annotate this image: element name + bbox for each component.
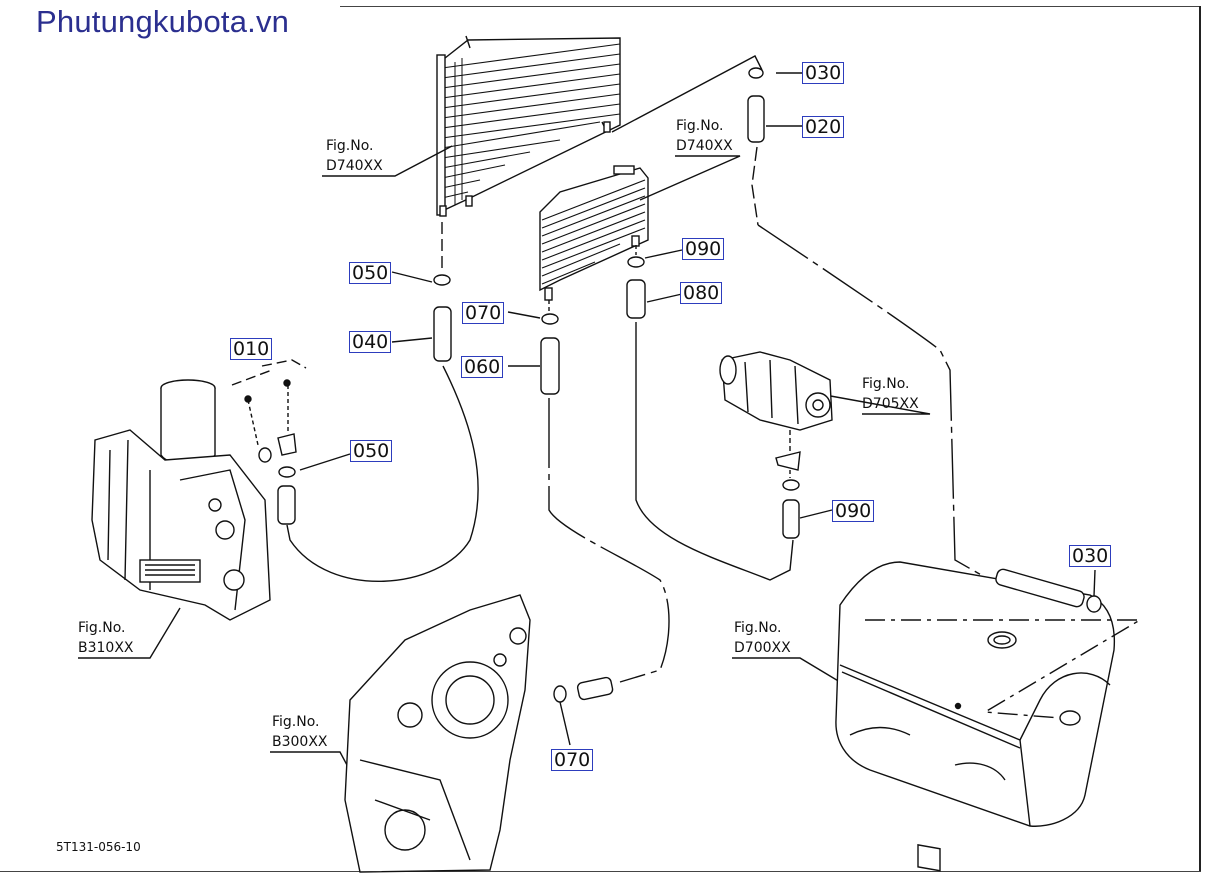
- figref-label: Fig.No.: [862, 376, 910, 392]
- hose-clamp-070-mid: [541, 313, 559, 325]
- hose-020: [747, 95, 765, 143]
- figref-b310[interactable]: Fig.No. B310XX: [78, 618, 134, 658]
- transmission-case: [344, 594, 531, 873]
- drawing-number: 5T131-056-10: [56, 840, 141, 854]
- callout-010[interactable]: 010: [230, 338, 273, 360]
- callout-050-low[interactable]: 050: [350, 440, 393, 462]
- oil-cooler-small: [539, 165, 649, 301]
- callout-080[interactable]: 080: [680, 282, 723, 304]
- figref-code: B310XX: [78, 640, 134, 656]
- hose-clamp-050-top: [433, 274, 451, 286]
- hose-040: [433, 306, 452, 362]
- hydraulic-pump: [719, 351, 833, 431]
- leader-d700: [732, 657, 846, 686]
- callout-090-low[interactable]: 090: [832, 500, 875, 522]
- leader-d740-left: [322, 145, 453, 177]
- figref-d705[interactable]: Fig.No. D705XX: [862, 374, 919, 414]
- callout-060[interactable]: 060: [461, 356, 504, 378]
- figref-label: Fig.No.: [734, 620, 782, 636]
- hose-060: [540, 337, 560, 395]
- callout-090-top[interactable]: 090: [682, 238, 725, 260]
- control-valve: [91, 379, 271, 621]
- figref-label: Fig.No.: [676, 118, 724, 134]
- frame-border-bottom: [0, 871, 1201, 872]
- leader-d705: [824, 394, 931, 415]
- frame-border-right: [1199, 6, 1201, 872]
- hose-090-low: [782, 499, 800, 539]
- site-title: Phutungkubota.vn: [36, 4, 290, 39]
- callout-020[interactable]: 020: [802, 116, 845, 138]
- callout-030-top[interactable]: 030: [802, 62, 845, 84]
- callout-050-top[interactable]: 050: [349, 262, 392, 284]
- figref-code: B300XX: [272, 734, 328, 750]
- oil-cooler-large: [436, 35, 621, 217]
- figref-code: D740XX: [676, 138, 733, 154]
- figref-d700[interactable]: Fig.No. D700XX: [734, 618, 791, 658]
- hose-clamp-090-top: [627, 256, 645, 268]
- callout-030-right[interactable]: 030: [1069, 545, 1112, 567]
- figref-code: D740XX: [326, 158, 383, 174]
- callout-070-mid[interactable]: 070: [462, 302, 505, 324]
- leader-d740-right: [639, 155, 741, 201]
- frame-border-top: [340, 6, 1201, 7]
- figref-label: Fig.No.: [78, 620, 126, 636]
- leader-b300: [270, 751, 356, 781]
- callout-070-bottom[interactable]: 070: [551, 749, 594, 771]
- callout-040[interactable]: 040: [349, 331, 392, 353]
- figref-code: D705XX: [862, 396, 919, 412]
- figref-b300[interactable]: Fig.No. B300XX: [272, 712, 328, 752]
- figref-code: D700XX: [734, 640, 791, 656]
- figref-d740-right[interactable]: Fig.No. D740XX: [676, 116, 733, 156]
- fuel-tank: [835, 561, 1143, 872]
- hose-080: [626, 279, 646, 319]
- hose-fuel-right: [995, 568, 1085, 608]
- hose-clamp-030-top: [748, 67, 764, 79]
- figref-d740-left[interactable]: Fig.No. D740XX: [326, 136, 383, 176]
- leader-b310: [78, 607, 181, 659]
- figref-label: Fig.No.: [272, 714, 320, 730]
- figref-label: Fig.No.: [326, 138, 374, 154]
